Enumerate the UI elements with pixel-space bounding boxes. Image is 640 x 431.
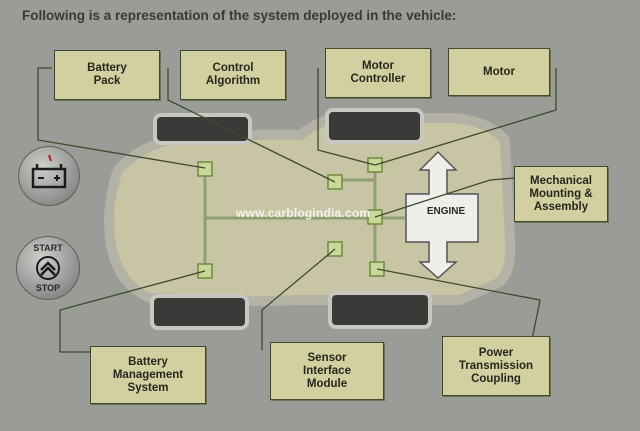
motor-box: Motor (448, 48, 550, 96)
engine-label: ENGINE (426, 206, 466, 217)
control-algorithm-box: Control Algorithm (180, 50, 286, 100)
battery-icon (31, 154, 67, 189)
battery-button (18, 146, 80, 206)
chevron-up-icon (36, 256, 60, 280)
motor-controller-box: Motor Controller (325, 48, 431, 98)
start-stop-button: START STOP (16, 236, 80, 300)
wheel-front-right (325, 108, 424, 144)
mechanical-mounting-box: Mechanical Mounting & Assembly (514, 166, 608, 222)
connector-nodes (197, 157, 385, 279)
sensor-interface-box: Sensor Interface Module (270, 342, 384, 400)
start-label: START (33, 243, 63, 253)
battery-pack-box: Battery Pack (54, 50, 160, 100)
wheel-front-left (153, 113, 252, 145)
battery-management-box: Battery Management System (90, 346, 206, 404)
wheel-rear-right (328, 291, 432, 329)
watermark: www.carblogindia.com (236, 206, 371, 220)
leader-lines (37, 67, 557, 353)
power-transmission-box: Power Transmission Coupling (442, 336, 550, 396)
page-heading: Following is a representation of the sys… (22, 8, 457, 23)
wheel-rear-left (150, 294, 249, 330)
stop-label: STOP (35, 283, 61, 293)
